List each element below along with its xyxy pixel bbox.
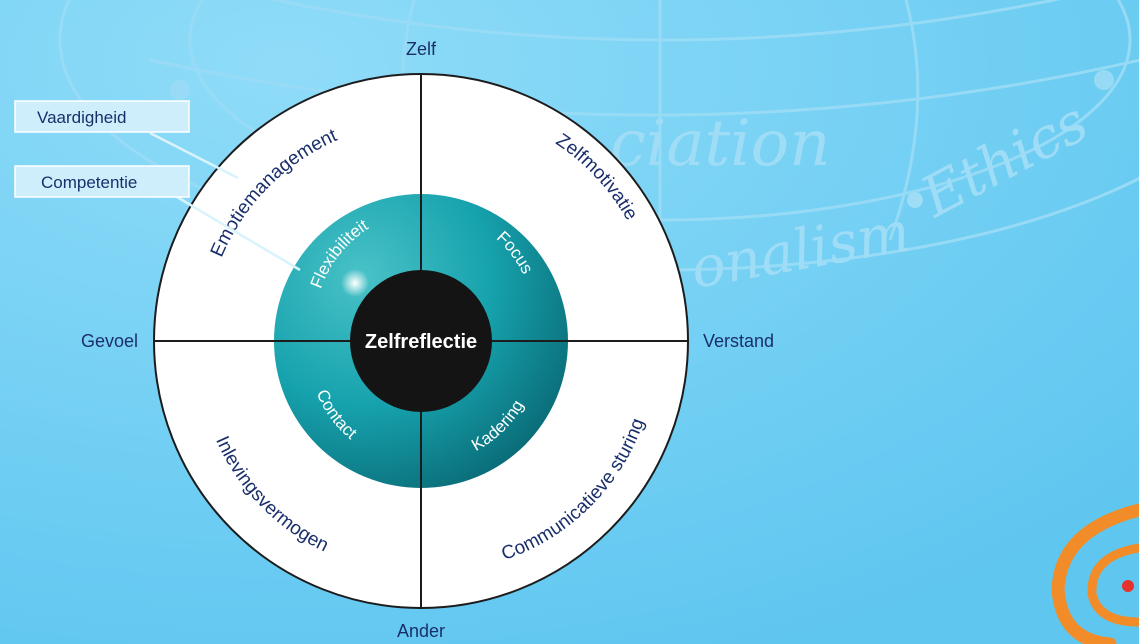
legend-box-competentie [14, 165, 190, 198]
watermark-word-1: ciation [610, 107, 830, 181]
inner-axis-lines [274, 194, 568, 488]
axis-label-bottom: Ander [397, 621, 445, 641]
legend-pointer-competentie [171, 192, 301, 272]
legend: Vaardigheid Competentie [14, 100, 301, 272]
legend-box-vaardigheid [14, 100, 190, 133]
watermark-dot [907, 192, 923, 208]
legend-label-competentie: Competentie [41, 173, 137, 192]
axis-label-right: Verstand [703, 331, 774, 351]
legend-label-vaardigheid: Vaardigheid [37, 108, 126, 127]
center-circle [350, 270, 492, 412]
ring-highlight [341, 269, 369, 297]
legend-pointer-vaardigheid [149, 131, 239, 180]
center-label: Zelfreflectie [365, 331, 477, 353]
axis-label-top: Zelf [406, 39, 437, 59]
spiral-logo-icon [1051, 503, 1139, 644]
axis-label-left: Gevoel [81, 331, 138, 351]
